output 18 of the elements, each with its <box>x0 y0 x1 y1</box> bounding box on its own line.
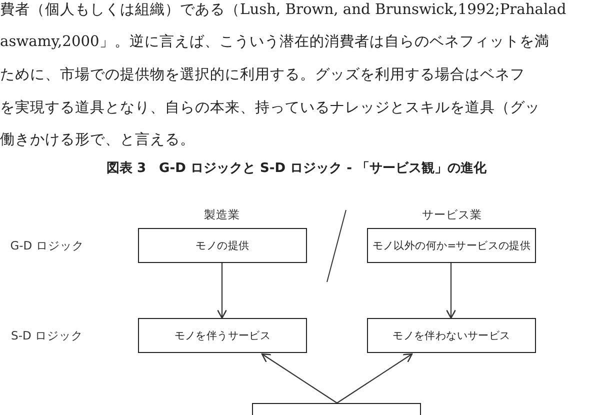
body-text: を実現する道具となり、自らの本来、持っているナレッジとスキルを道具（グッ <box>0 98 540 118</box>
process-box: モノを伴うサービス <box>138 318 307 353</box>
body-text: 働きかける形で、と言える。 <box>0 130 195 150</box>
process-box: モノの提供 <box>138 228 307 263</box>
body-text: 費者（個人もしくは組織）である（Lush, Brown, and Brunswick,1992;Prahalad <box>0 0 566 20</box>
figure-title: 図表 3 G-D ロジックと S-D ロジック - 「サービス観」の進化 <box>105 160 488 177</box>
row-label: G-D ロジック <box>10 238 84 254</box>
body-text: aswamy,2000」。逆に言えば、こういう潜在的消費者は自らのベネフィットを満 <box>0 32 550 52</box>
arrow <box>261 353 338 404</box>
column-heading: 製造業 <box>204 208 240 222</box>
row-label: S-D ロジック <box>11 328 83 344</box>
body-text: ために、市場での提供物を選択的に利用する。グッズを利用する場合はベネフ <box>0 65 525 85</box>
process-box: モノを伴わないサービス <box>367 318 536 353</box>
column-heading: サービス業 <box>422 208 482 222</box>
arrow <box>446 263 456 319</box>
arrow <box>216 263 228 319</box>
arrow <box>336 353 413 404</box>
process-box: モノ以外の何か=サービスの提供 <box>367 228 536 263</box>
